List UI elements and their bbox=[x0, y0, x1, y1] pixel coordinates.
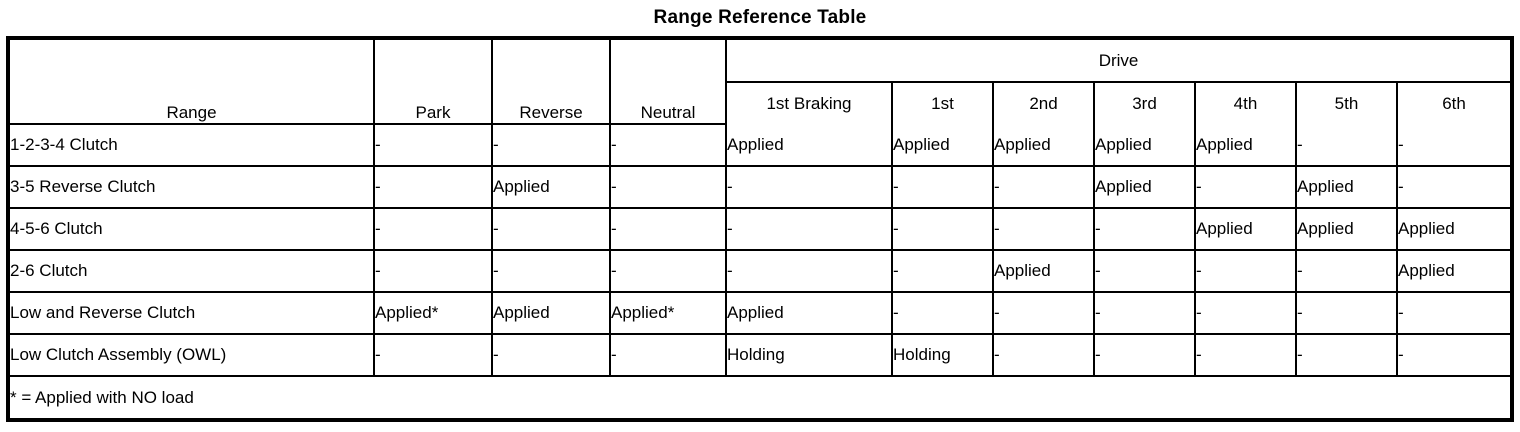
cell-1st: Holding bbox=[891, 333, 994, 377]
cell-neutral: - bbox=[609, 124, 727, 167]
column-header-3rd: 3rd bbox=[1093, 81, 1196, 124]
cell-1st: Applied bbox=[891, 124, 994, 167]
cell-5th: - bbox=[1295, 291, 1398, 335]
cell-5th: - bbox=[1295, 249, 1398, 293]
table-header: Range Park Reverse Neutral Drive 1st Bra… bbox=[10, 40, 1511, 125]
cell-1st-braking: - bbox=[725, 165, 893, 209]
cell-1st-braking: Holding bbox=[725, 333, 893, 377]
cell-reverse: Applied bbox=[491, 291, 611, 335]
cell-6th: Applied bbox=[1395, 207, 1511, 251]
table-body: 1-2-3-4 Clutch - - - Applied Applied App… bbox=[10, 124, 1511, 418]
cell-park: - bbox=[373, 124, 493, 167]
cell-1st-braking: - bbox=[725, 207, 893, 251]
cell-park: - bbox=[373, 165, 493, 209]
cell-3rd: Applied bbox=[1093, 124, 1196, 167]
cell-reverse: - bbox=[491, 333, 611, 377]
cell-2nd: - bbox=[992, 333, 1095, 377]
column-header-6th: 6th bbox=[1395, 81, 1511, 124]
range-reference-table-container: Range Park Reverse Neutral Drive 1st Bra… bbox=[6, 36, 1514, 422]
column-header-range: Range bbox=[10, 40, 375, 125]
cell-6th: - bbox=[1395, 165, 1511, 209]
row-label: 1-2-3-4 Clutch bbox=[10, 124, 375, 167]
header-row-gears: 1st Braking 1st 2nd 3rd 4th 5th 6th bbox=[10, 81, 1511, 124]
table-row: 4-5-6 Clutch - - - - - - - Applied Appli… bbox=[10, 207, 1511, 251]
cell-6th: Applied bbox=[1395, 249, 1511, 293]
table-row: Low and Reverse Clutch Applied* Applied … bbox=[10, 291, 1511, 335]
row-label: 2-6 Clutch bbox=[10, 249, 375, 293]
cell-4th: - bbox=[1194, 249, 1297, 293]
row-label: Low Clutch Assembly (OWL) bbox=[10, 333, 375, 377]
page-title: Range Reference Table bbox=[653, 7, 867, 28]
cell-4th: - bbox=[1194, 165, 1297, 209]
cell-park: - bbox=[373, 333, 493, 377]
column-header-2nd: 2nd bbox=[992, 81, 1095, 124]
cell-neutral: - bbox=[609, 249, 727, 293]
column-header-1st-braking: 1st Braking bbox=[726, 81, 893, 124]
cell-3rd: - bbox=[1093, 249, 1196, 293]
column-group-header-drive: Drive bbox=[724, 40, 1511, 83]
table-row: 3-5 Reverse Clutch - Applied - - - - App… bbox=[10, 165, 1511, 209]
table-row: 1-2-3-4 Clutch - - - Applied Applied App… bbox=[10, 124, 1511, 167]
cell-5th: Applied bbox=[1295, 207, 1398, 251]
cell-neutral: - bbox=[609, 333, 727, 377]
cell-reverse: - bbox=[491, 249, 611, 293]
cell-3rd: - bbox=[1093, 333, 1196, 377]
cell-1st: - bbox=[891, 249, 994, 293]
table-footnote: * = Applied with NO load bbox=[10, 375, 1511, 418]
cell-1st-braking: - bbox=[725, 249, 893, 293]
column-header-5th: 5th bbox=[1295, 81, 1398, 124]
cell-2nd: - bbox=[992, 207, 1095, 251]
cell-1st: - bbox=[891, 291, 994, 335]
cell-2nd: Applied bbox=[992, 249, 1095, 293]
column-header-park: Park bbox=[373, 40, 493, 125]
cell-reverse: - bbox=[491, 207, 611, 251]
cell-2nd: Applied bbox=[992, 124, 1095, 167]
column-header-1st: 1st bbox=[891, 81, 994, 124]
cell-reverse: Applied bbox=[491, 165, 611, 209]
column-header-4th: 4th bbox=[1194, 81, 1297, 124]
cell-5th: - bbox=[1295, 124, 1398, 167]
cell-3rd: - bbox=[1093, 207, 1196, 251]
cell-reverse: - bbox=[491, 124, 611, 167]
cell-park: - bbox=[373, 249, 493, 293]
cell-5th: Applied bbox=[1295, 165, 1398, 209]
cell-2nd: - bbox=[992, 165, 1095, 209]
row-label: Low and Reverse Clutch bbox=[10, 291, 375, 335]
cell-neutral: Applied* bbox=[609, 291, 727, 335]
row-label: 4-5-6 Clutch bbox=[10, 207, 375, 251]
header-row-group: Range Park Reverse Neutral Drive bbox=[10, 40, 1511, 125]
cell-park: Applied* bbox=[373, 291, 493, 335]
table-row: Low Clutch Assembly (OWL) - - - Holding … bbox=[10, 333, 1511, 377]
cell-3rd: - bbox=[1093, 291, 1196, 335]
cell-3rd: Applied bbox=[1093, 165, 1196, 209]
cell-park: - bbox=[373, 207, 493, 251]
range-reference-table: Range Park Reverse Neutral Drive 1st Bra… bbox=[10, 40, 1511, 418]
cell-6th: - bbox=[1395, 124, 1511, 167]
cell-4th: Applied bbox=[1194, 207, 1297, 251]
row-label: 3-5 Reverse Clutch bbox=[10, 165, 375, 209]
cell-4th: Applied bbox=[1194, 124, 1297, 167]
table-row: 2-6 Clutch - - - - - Applied - - - Appli… bbox=[10, 249, 1511, 293]
cell-4th: - bbox=[1194, 291, 1297, 335]
cell-1st-braking: Applied bbox=[725, 291, 893, 335]
cell-neutral: - bbox=[609, 165, 727, 209]
cell-1st: - bbox=[891, 165, 994, 209]
cell-neutral: - bbox=[609, 207, 727, 251]
cell-5th: - bbox=[1295, 333, 1398, 377]
footnote-row: * = Applied with NO load bbox=[10, 375, 1511, 418]
cell-2nd: - bbox=[992, 291, 1095, 335]
column-header-neutral: Neutral bbox=[609, 40, 727, 125]
cell-6th: - bbox=[1395, 333, 1511, 377]
cell-4th: - bbox=[1194, 333, 1297, 377]
cell-1st: - bbox=[891, 207, 994, 251]
cell-6th: - bbox=[1395, 291, 1511, 335]
column-header-reverse: Reverse bbox=[491, 40, 611, 125]
cell-1st-braking: Applied bbox=[725, 124, 893, 167]
